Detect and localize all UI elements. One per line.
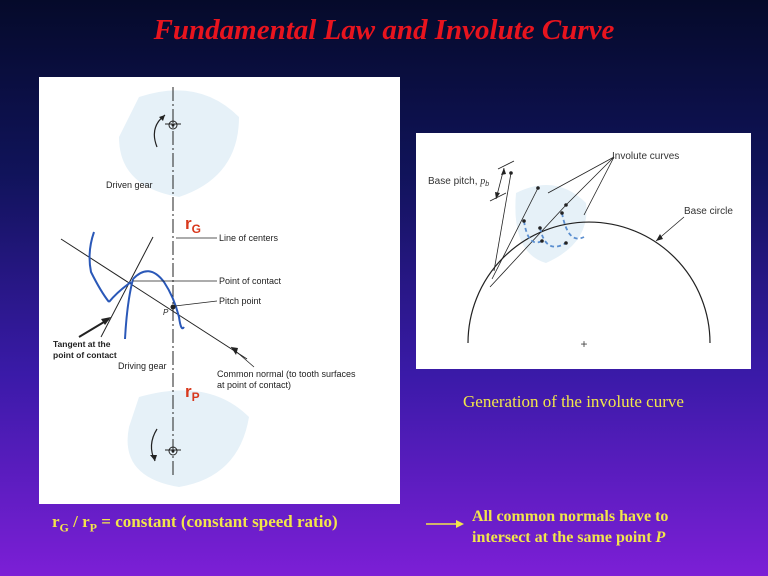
pitch-point-p-label: P [163, 308, 169, 317]
point-of-contact-label: Point of contact [219, 276, 282, 286]
pitch-point-leader [174, 300, 218, 307]
base-circle-arrow-icon [656, 234, 663, 241]
base-pitch-extension-1 [497, 160, 515, 170]
tangent-line-2 [491, 187, 539, 280]
driving-gear-shading [127, 390, 249, 487]
note-line-1: All common normals have to [472, 508, 669, 525]
driven-tooth-profile [88, 231, 110, 303]
driving-tooth-profile [132, 270, 185, 330]
driving-tooth-flank [124, 278, 134, 340]
driving-arrowhead-icon [150, 455, 157, 461]
involute-shading [515, 185, 587, 263]
tangent-line-3 [489, 204, 567, 288]
base-pitch-label: Base pitch, pb [428, 176, 489, 188]
driven-tooth-flank [108, 281, 132, 303]
driven-arrowhead-icon [159, 115, 165, 121]
common-normal-label-line1: Common normal (to tooth surfaces [217, 369, 356, 379]
involute-point [522, 219, 526, 223]
involute-point [564, 241, 568, 245]
involute-point [536, 186, 540, 190]
involute-caption: Generation of the involute curve [463, 392, 684, 411]
involute-leader-1 [565, 156, 615, 206]
base-circle-label: Base circle [684, 206, 733, 217]
involute-point [509, 171, 513, 175]
common-normal-line [60, 238, 248, 360]
involute-leader-2 [583, 156, 615, 216]
involute-point [538, 226, 542, 230]
right-arrow-icon [426, 520, 464, 528]
involute-curve-1 [523, 220, 543, 244]
rg-label: rG [185, 214, 201, 236]
common-normal-arrow-icon [231, 347, 238, 355]
gear-contact-figure: Driven gear Line of centers Point of con… [39, 77, 400, 504]
common-normals-note: All common normals have to intersect at … [472, 506, 668, 548]
base-pitch-arrow-bottom-icon [495, 192, 500, 199]
involute-point [560, 211, 564, 215]
driven-pivot-center-icon [171, 123, 175, 127]
base-circle-arc [467, 221, 711, 344]
pitch-point-dot [170, 304, 176, 310]
line-of-centers-label: Line of centers [219, 233, 279, 243]
note-line-2: intersect at the same point P [472, 529, 666, 546]
center-mark-icon: + [580, 337, 587, 351]
involute-diagram: + Involute curves Base pitch, pb Base [428, 151, 733, 351]
tangent-label-line2: point of contact [53, 350, 117, 360]
tangent-line [100, 236, 154, 338]
slide-title: Fundamental Law and Involute Curve [153, 14, 615, 46]
driving-pivot-center-icon [171, 449, 175, 453]
involute-leader-3 [547, 156, 615, 194]
tangent-label-line1: Tangent at the [53, 339, 111, 349]
involute-curves-label: Involute curves [612, 151, 679, 162]
gear-contact-diagram: Driven gear Line of centers Point of con… [53, 87, 356, 487]
driven-gear-shading [119, 90, 239, 197]
base-pitch-extension-2 [489, 192, 507, 202]
driving-gear-label: Driving gear [118, 361, 167, 371]
driving-pivot-icon [168, 446, 178, 456]
tangent-arrowhead-icon [101, 317, 111, 325]
tangent-line-1 [493, 172, 512, 272]
rp-label: rP [185, 382, 200, 404]
involute-point [540, 239, 544, 243]
driven-pivot-icon [168, 120, 178, 130]
driven-gear-label: Driven gear [106, 180, 153, 190]
involute-curve-3 [561, 212, 585, 240]
pitch-point-label: Pitch point [219, 296, 262, 306]
common-normal-label-line2: at point of contact) [217, 380, 291, 390]
base-pitch-arrow-top-icon [501, 168, 506, 175]
involute-generation-figure: + Involute curves Base pitch, pb Base [416, 133, 751, 369]
speed-ratio-equation: rG / rP = constant (constant speed ratio… [52, 512, 338, 535]
